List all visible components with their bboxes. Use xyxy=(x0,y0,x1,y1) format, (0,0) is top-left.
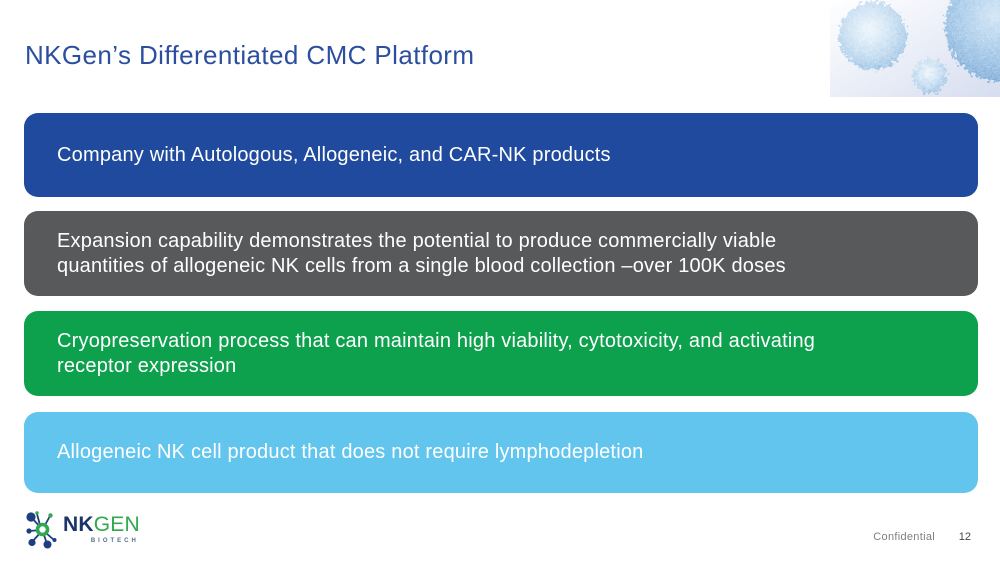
statement-box-expansion: Expansion capability demonstrates the po… xyxy=(24,211,978,296)
confidential-label: Confidential xyxy=(873,531,935,543)
statement-box-products: Company with Autologous, Allogeneic, and… xyxy=(24,113,978,197)
nk-cells-image xyxy=(830,0,1000,97)
logo-nk: NK xyxy=(63,513,94,536)
logo-biotech-label: BIOTECH xyxy=(90,538,139,544)
nkgen-logo: NKGEN BIOTECH xyxy=(26,509,140,549)
page-number: 12 xyxy=(958,531,971,543)
logo-text: NKGEN BIOTECH xyxy=(63,514,140,544)
molecule-icon xyxy=(26,511,57,549)
page-title: NKGen’s Differentiated CMC Platform xyxy=(25,40,475,70)
statement-box-allogeneic: Allogeneic NK cell product that does not… xyxy=(24,412,978,493)
logo-gen: GEN xyxy=(93,513,140,536)
logo-wordmark: NKGEN xyxy=(63,514,140,535)
statement-box-cryopreservation: Cryopreservation process that can mainta… xyxy=(24,311,978,396)
